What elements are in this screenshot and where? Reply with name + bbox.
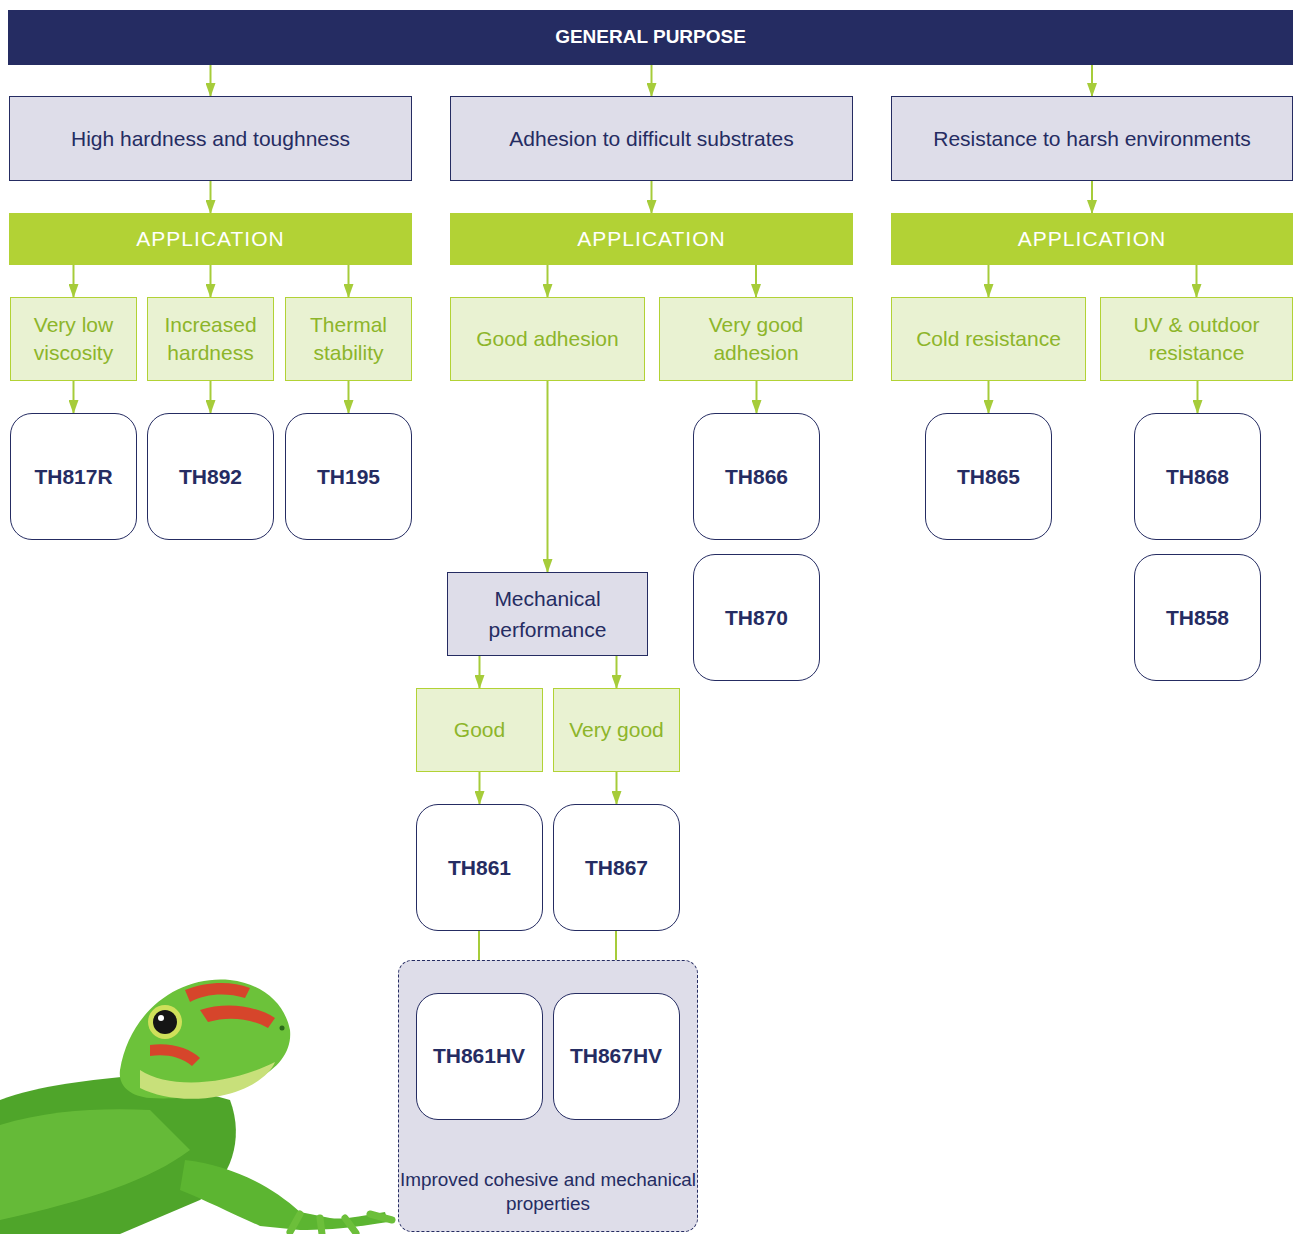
gecko-jaw bbox=[140, 1062, 275, 1099]
gecko-eye-glint bbox=[158, 1015, 164, 1021]
product-code: TH867HV bbox=[570, 1040, 662, 1072]
product-box: TH817R bbox=[10, 413, 137, 540]
node-label: Adhesion to difficult substrates bbox=[509, 123, 793, 155]
connector-arrow bbox=[1091, 181, 1093, 213]
product-box: TH861 bbox=[416, 804, 543, 931]
product-box: TH195 bbox=[285, 413, 412, 540]
node-label: High hardness and toughness bbox=[71, 123, 350, 155]
product-code: TH870 bbox=[725, 602, 788, 634]
category-box: Mechanical performance bbox=[447, 572, 648, 656]
connector-arrow bbox=[651, 181, 653, 213]
node-label: APPLICATION bbox=[1018, 223, 1166, 255]
connector-arrow bbox=[479, 656, 481, 688]
property-box: Very good bbox=[553, 688, 680, 772]
product-box: TH867 bbox=[553, 804, 680, 931]
node-label: Mechanical performance bbox=[458, 583, 637, 646]
connector-arrow bbox=[756, 381, 758, 413]
connector-arrow bbox=[547, 265, 549, 297]
product-box: TH867HV bbox=[553, 993, 680, 1120]
property-box: Good bbox=[416, 688, 543, 772]
node-label: Very good adhesion bbox=[666, 311, 846, 368]
property-box: Very low viscosity bbox=[10, 297, 137, 381]
property-box: Cold resistance bbox=[891, 297, 1086, 381]
product-code: TH861HV bbox=[433, 1040, 525, 1072]
node-label: Increased hardness bbox=[154, 311, 267, 368]
category-box: Adhesion to difficult substrates bbox=[450, 96, 853, 181]
connector-arrow bbox=[210, 181, 212, 213]
gecko-stripe bbox=[150, 1044, 200, 1066]
gecko-body bbox=[0, 1075, 236, 1234]
connector-arrow bbox=[348, 265, 350, 297]
connector-arrow bbox=[1196, 265, 1198, 297]
product-code: TH892 bbox=[179, 461, 242, 493]
product-code: TH867 bbox=[585, 852, 648, 884]
node-label: Improved cohesive and mechanical propert… bbox=[399, 1168, 697, 1217]
product-code: TH865 bbox=[957, 461, 1020, 493]
product-box: TH870 bbox=[693, 554, 820, 681]
product-box: TH868 bbox=[1134, 413, 1261, 540]
connector-arrow bbox=[616, 772, 618, 804]
node-label: APPLICATION bbox=[136, 223, 284, 255]
connector-arrow bbox=[210, 65, 212, 96]
connector-arrow bbox=[988, 381, 990, 413]
product-code: TH868 bbox=[1166, 461, 1229, 493]
connector-arrow bbox=[348, 381, 350, 413]
product-box: TH865 bbox=[925, 413, 1052, 540]
property-box: Increased hardness bbox=[147, 297, 274, 381]
gecko-illustration bbox=[0, 950, 400, 1234]
gecko-nostril bbox=[280, 1026, 285, 1031]
node-label: Good bbox=[454, 716, 505, 744]
category-box: Resistance to harsh environments bbox=[891, 96, 1293, 181]
product-box: TH866 bbox=[693, 413, 820, 540]
product-code: TH817R bbox=[34, 461, 112, 493]
connector-arrow bbox=[479, 772, 481, 804]
product-box: TH892 bbox=[147, 413, 274, 540]
node-label: Resistance to harsh environments bbox=[933, 123, 1251, 155]
gecko-stripe bbox=[200, 1006, 275, 1028]
product-box: TH861HV bbox=[416, 993, 543, 1120]
gecko-head bbox=[120, 980, 290, 1099]
property-box: Thermal stability bbox=[285, 297, 412, 381]
gecko-flank bbox=[0, 1109, 190, 1220]
property-box: UV & outdoor resistance bbox=[1100, 297, 1293, 381]
connector-arrow bbox=[1197, 381, 1199, 413]
product-code: TH861 bbox=[448, 852, 511, 884]
product-box: TH858 bbox=[1134, 554, 1261, 681]
node-label: Thermal stability bbox=[292, 311, 405, 368]
node-label: Cold resistance bbox=[916, 325, 1061, 353]
connector-arrow bbox=[755, 265, 757, 297]
gecko-eye-ring bbox=[148, 1005, 182, 1039]
application-bar: APPLICATION bbox=[9, 213, 412, 265]
connector-arrow bbox=[210, 381, 212, 413]
gecko-stripe bbox=[185, 983, 250, 1002]
connector-arrow bbox=[210, 265, 212, 297]
connector-arrow bbox=[616, 656, 618, 688]
gecko-eye bbox=[153, 1010, 177, 1034]
application-bar: APPLICATION bbox=[450, 213, 853, 265]
connector-arrow bbox=[988, 265, 990, 297]
node-label: APPLICATION bbox=[577, 223, 725, 255]
category-box: High hardness and toughness bbox=[9, 96, 412, 181]
connector-arrow bbox=[1091, 65, 1093, 96]
node-label: Very low viscosity bbox=[17, 311, 130, 368]
gecko-leg bbox=[180, 1160, 388, 1230]
property-box: Very good adhesion bbox=[659, 297, 853, 381]
property-box: Good adhesion bbox=[450, 297, 645, 381]
product-code: TH866 bbox=[725, 461, 788, 493]
connector-arrow bbox=[547, 381, 549, 572]
gecko-toes bbox=[290, 1214, 392, 1234]
application-bar: APPLICATION bbox=[891, 213, 1293, 265]
node-label: Very good bbox=[569, 716, 664, 744]
node-label: UV & outdoor resistance bbox=[1107, 311, 1286, 368]
connector-arrow bbox=[73, 265, 75, 297]
connector-arrow bbox=[73, 381, 75, 413]
variant-group: Improved cohesive and mechanical propert… bbox=[398, 960, 698, 1232]
header-band: GENERAL PURPOSE bbox=[8, 10, 1293, 65]
product-code: TH858 bbox=[1166, 602, 1229, 634]
product-code: TH195 bbox=[317, 461, 380, 493]
connector-arrow bbox=[651, 65, 653, 96]
node-label: GENERAL PURPOSE bbox=[555, 23, 746, 52]
node-label: Good adhesion bbox=[476, 325, 618, 353]
